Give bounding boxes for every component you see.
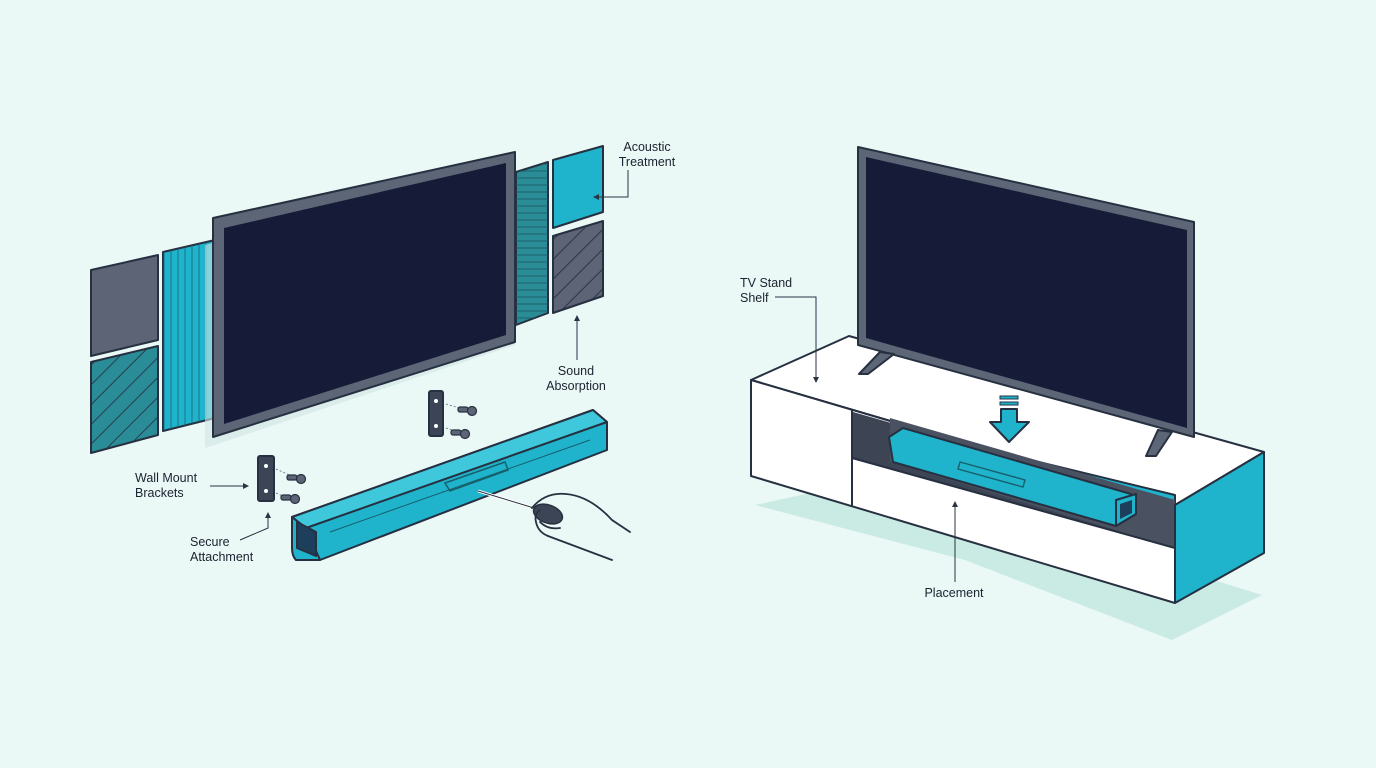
- tv-stand-scene: [750, 146, 1265, 640]
- sound-absorption-label-line2: Absorption: [546, 379, 606, 393]
- screw-icon: [275, 403, 478, 505]
- acoustic-panels-right: [515, 145, 604, 326]
- acoustic-panels-left: [90, 239, 216, 454]
- callout-tv-stand-shelf: TV Stand Shelf: [740, 276, 819, 383]
- callout-secure-attachment: Secure Attachment: [190, 512, 271, 564]
- bracket-icon: [257, 390, 444, 502]
- callout-acoustic-treatment: Acoustic Treatment: [593, 140, 676, 200]
- acoustic-treatment-label-line2: Treatment: [619, 155, 676, 169]
- placement-label: Placement: [924, 586, 984, 600]
- hand-icon: [531, 492, 631, 561]
- secure-attachment-label-line1: Secure: [190, 535, 230, 549]
- secure-attachment-label-line2: Attachment: [190, 550, 254, 564]
- soundbar-shelf: [888, 427, 1137, 527]
- wall-mount-scene: [90, 145, 631, 561]
- sound-absorption-label-line1: Sound: [558, 364, 594, 378]
- tv-stand-shelf-label-line2: Shelf: [740, 291, 769, 305]
- screwdriver-icon: [477, 489, 564, 525]
- wall-mount-brackets-label-line2: Brackets: [135, 486, 184, 500]
- wall-tv: [205, 151, 516, 448]
- acoustic-treatment-label-line1: Acoustic: [623, 140, 670, 154]
- down-arrow-icon: [989, 395, 1030, 443]
- stand-tv: [857, 146, 1195, 457]
- floor-shadow: [755, 478, 1262, 640]
- tv-stand-shelf-label-line1: TV Stand: [740, 276, 792, 290]
- callout-placement: Placement: [924, 501, 984, 600]
- callout-wall-mount-brackets: Wall Mount Brackets: [135, 471, 249, 500]
- wall-mount-brackets-label-line1: Wall Mount: [135, 471, 198, 485]
- soundbar-wall: [291, 409, 608, 561]
- callout-sound-absorption: Sound Absorption: [546, 315, 606, 393]
